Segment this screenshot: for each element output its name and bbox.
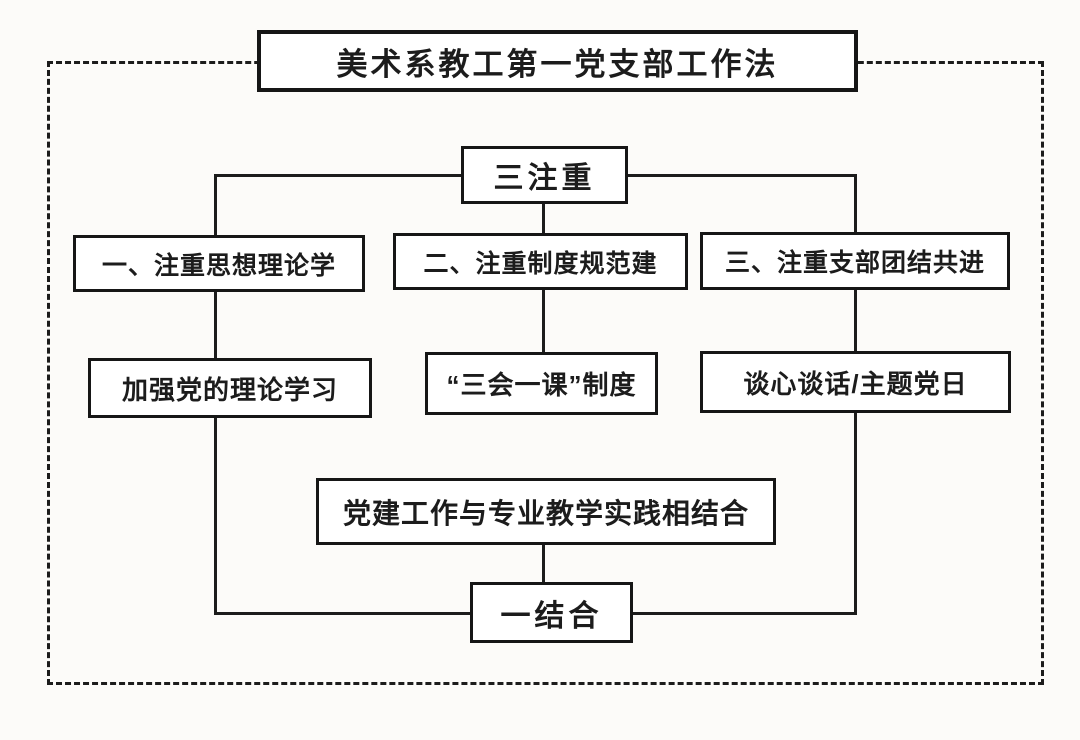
branch-3-heading-box: 三、注重支部团结共进: [700, 232, 1010, 290]
connector-center-middle-vertical: [542, 290, 545, 354]
connector-bottom-left-horizontal: [214, 612, 470, 615]
connector-top-right-horizontal: [628, 174, 855, 177]
branch-3-detail-box: 谈心谈话/主题党日: [700, 351, 1011, 413]
connector-left-lower-vertical: [214, 418, 217, 615]
connector-right-upper-vertical: [854, 174, 857, 234]
branch-3-detail-label: 谈心谈话/主题党日: [743, 368, 968, 399]
branch-2-heading-label: 二、注重制度规范建: [423, 249, 658, 278]
diagram-title-box: 美术系教工第一党支部工作法: [257, 30, 858, 92]
branch-1-heading-label: 一、注重思想理论学: [101, 251, 336, 280]
node-three-emphases-label: 三注重: [493, 162, 596, 195]
branch-1-heading-box: 一、注重思想理论学: [73, 235, 365, 292]
connector-left-upper-vertical: [214, 174, 217, 237]
branch-1-detail-box: 加强党的理论学习: [88, 358, 372, 418]
integration-label: 党建工作与专业教学实践相结合: [342, 497, 749, 529]
branch-3-heading-label: 三、注重支部团结共进: [724, 249, 985, 277]
connector-center-upper-vertical: [542, 203, 545, 235]
node-one-integration: 一结合: [470, 582, 633, 643]
connector-top-left-horizontal: [214, 174, 461, 177]
branch-2-detail-label: “三会一课”制度: [446, 370, 637, 400]
branch-2-detail-box: “三会一课”制度: [425, 352, 658, 415]
connector-left-middle-vertical: [214, 292, 217, 360]
diagram-title: 美术系教工第一党支部工作法: [336, 46, 779, 82]
connector-right-middle-vertical: [854, 290, 857, 353]
node-three-emphases: 三注重: [461, 146, 628, 204]
node-one-integration-label: 一结合: [500, 599, 603, 633]
connector-center-lower-vertical: [542, 545, 545, 584]
connector-bottom-right-horizontal: [633, 612, 854, 615]
branch-2-heading-box: 二、注重制度规范建: [393, 233, 688, 290]
integration-box: 党建工作与专业教学实践相结合: [316, 478, 776, 545]
branch-1-detail-label: 加强党的理论学习: [121, 374, 338, 405]
connector-right-lower-vertical: [854, 413, 857, 615]
